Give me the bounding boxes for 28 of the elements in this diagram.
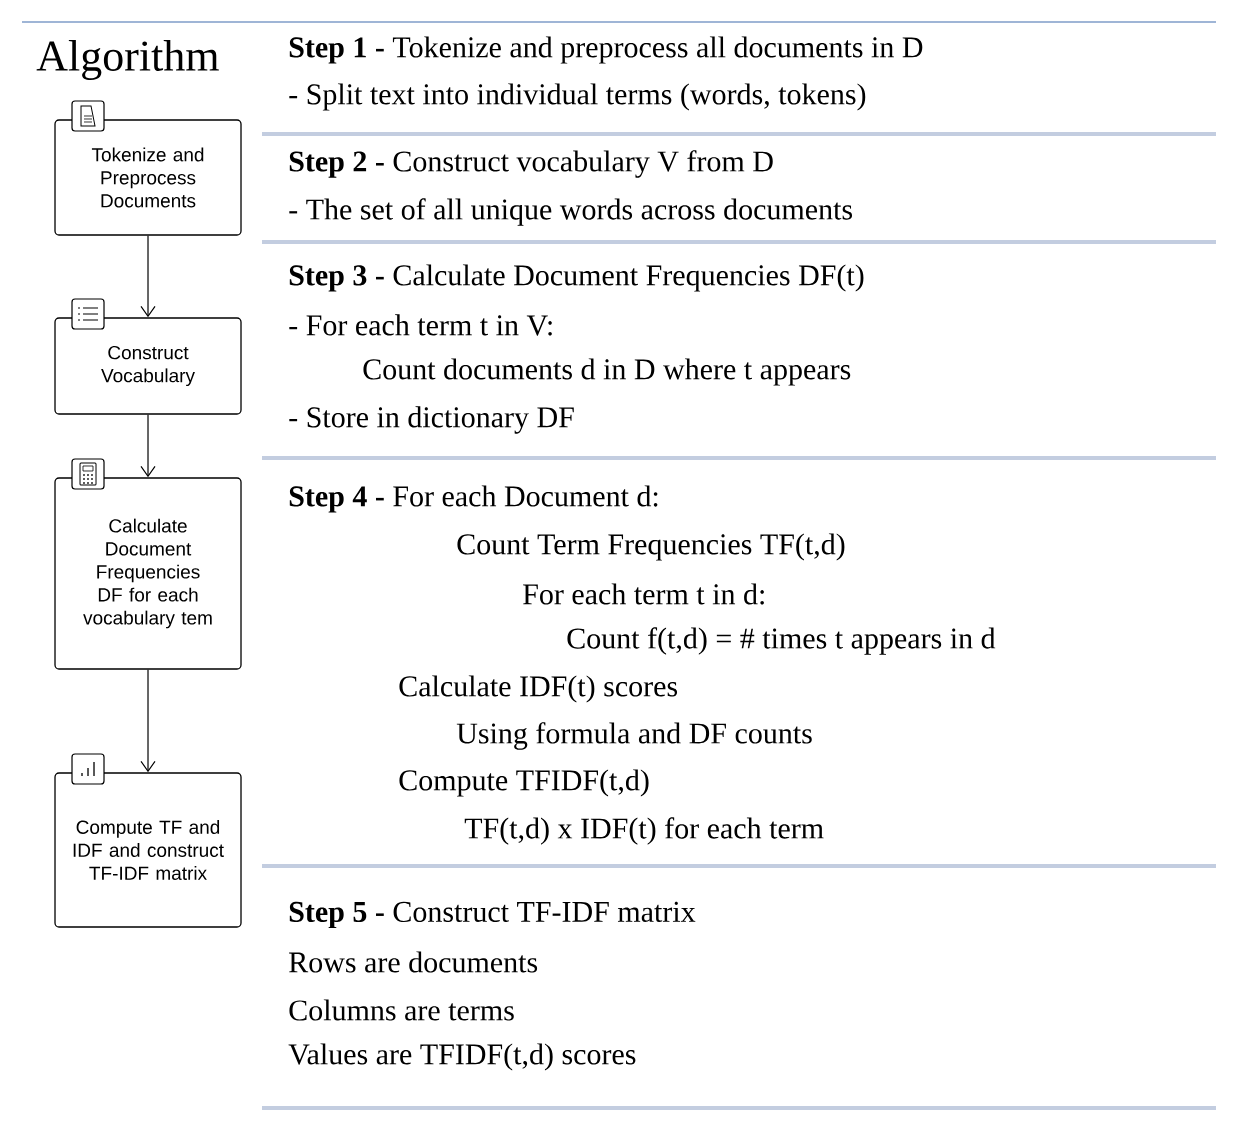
step-text: - The set of all unique words across documents (289, 198, 852, 226)
step-text: For each term t in d: (523, 583, 764, 605)
step-text: Compute TFIDF(t,d) (399, 769, 649, 797)
step-text: Step 4 - For each Document d: (289, 485, 658, 513)
step-text: Rows are documents (289, 951, 538, 973)
arrow (140, 669, 156, 773)
step-text: Count documents d in D where t appears (363, 358, 851, 386)
process-box: Calculate Document Frequencies DF for each vocabulary tem (54, 477, 242, 670)
step-text: - For each term t in V: (289, 314, 552, 336)
arrow (140, 414, 156, 478)
step-text: Using formula and DF counts (456, 722, 812, 750)
step-text: TF(t,d) x IDF(t) for each term (464, 817, 824, 845)
title: Algorithm (36, 40, 219, 80)
step-text: Step 5 - Construct TF-IDF matrix (289, 901, 696, 929)
process-box: Construct Vocabulary (54, 317, 242, 415)
arrow (140, 235, 156, 318)
step-text: Values are TFIDF(t,d) scores (288, 1043, 636, 1071)
process-box: Tokenize and Preprocess Documents (54, 119, 242, 236)
step-text: Calculate IDF(t) scores (399, 675, 678, 703)
step-text: Columns are terms (289, 999, 514, 1021)
step-text: Step 3 - Calculate Document Frequencies DF(t) (289, 264, 864, 292)
step-text: - Store in dictionary DF (289, 406, 574, 434)
step-text: Count f(t,d) = # times t appears in d (567, 627, 996, 655)
process-box: Compute TF and IDF and construct TF-IDF matrix (54, 772, 242, 928)
step-text: Step 2 - Construct vocabulary V from D (289, 150, 773, 178)
step-text: Count Term Frequencies TF(t,d) (457, 533, 845, 561)
step-text: Step 1 - Tokenize and preprocess all documents in D (289, 36, 923, 64)
step-text: - Split text into individual terms (words, tokens) (289, 83, 866, 111)
